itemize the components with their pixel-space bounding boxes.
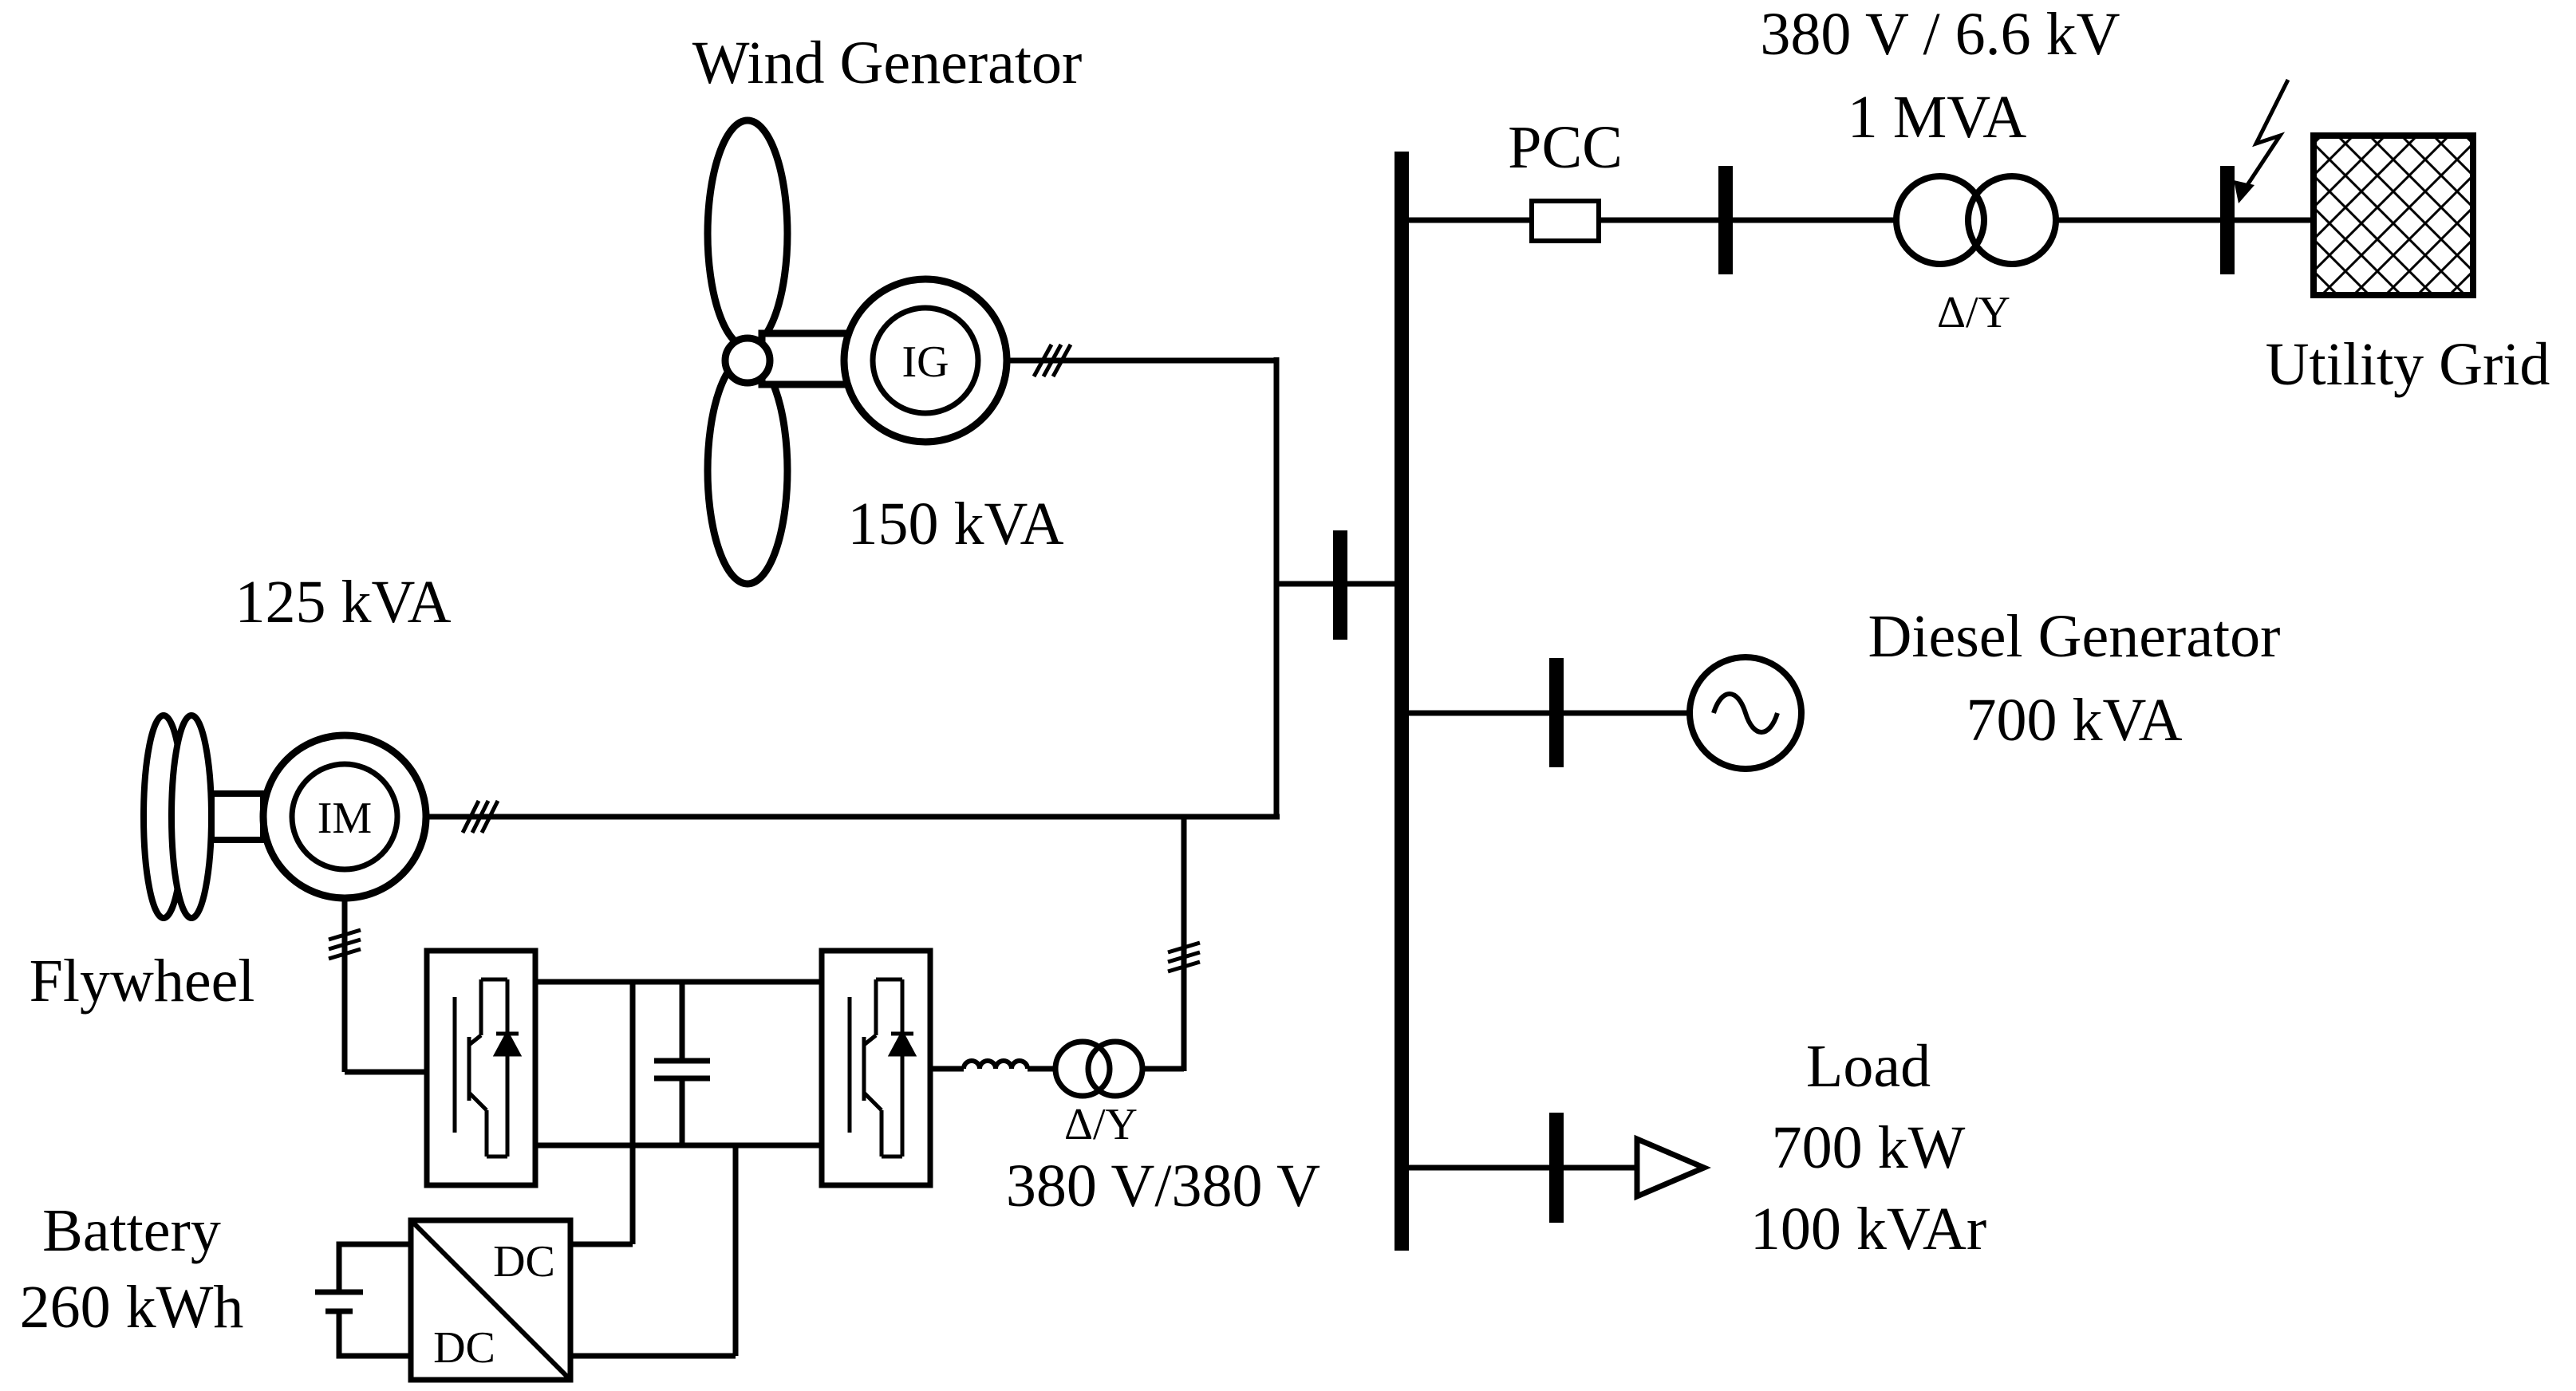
flywheel-shaft xyxy=(208,790,266,843)
dc-dc-diagonal xyxy=(408,1218,573,1382)
flywheel-machine-label: IM xyxy=(318,794,372,843)
pcc-switch xyxy=(1529,199,1601,243)
fault-arrow-head xyxy=(2234,180,2254,203)
battery-label: Battery xyxy=(42,1197,221,1264)
flywheel-disc xyxy=(168,712,215,921)
diesel-rating: 700 kVA xyxy=(1967,687,2183,754)
three-phase-marker xyxy=(1167,940,1201,974)
load-reactive-power: 100 kVAr xyxy=(1750,1196,1986,1263)
flywheel-system: IM Flywheel 125 kVA xyxy=(30,569,1320,1356)
pcc-label: PCC xyxy=(1508,114,1623,181)
battery-system: DC DC Battery 260 kWh xyxy=(20,1197,736,1383)
igbt-symbol xyxy=(452,977,523,1159)
flywheel-transformer-secondary xyxy=(1085,1038,1146,1099)
three-phase-marker xyxy=(1032,343,1073,378)
wind-machine-label: IG xyxy=(901,337,949,387)
flywheel-label: Flywheel xyxy=(30,948,255,1015)
grid-connection: PCC 380 V / 6.6 kV 1 MVA Δ/Y Utility Gri… xyxy=(1402,1,2550,398)
dc-dc-top-label: DC xyxy=(493,1237,555,1287)
wind-rating: 150 kVA xyxy=(848,491,1064,558)
battery-capacity: 260 kWh xyxy=(20,1274,244,1341)
fault-lightning-icon xyxy=(2243,78,2290,189)
grid-transformer-winding: Δ/Y xyxy=(1937,288,2010,337)
filter-inductor xyxy=(961,1058,1030,1070)
flywheel-transformer-primary xyxy=(1052,1038,1113,1099)
three-phase-marker xyxy=(328,928,361,961)
load-label: Load xyxy=(1806,1033,1931,1100)
flywheel-rating: 125 kVA xyxy=(235,569,452,636)
grid-transformer-primary xyxy=(1893,173,1987,267)
grid-transformer-rating: 1 MVA xyxy=(1848,84,2027,151)
diesel-generator: Diesel Generator 700 kVA xyxy=(1402,603,2281,772)
turbine-blade-top xyxy=(704,116,791,351)
battery-lead-pos xyxy=(336,1241,411,1292)
load-active-power: 700 kW xyxy=(1772,1114,1966,1181)
wind-generator: IG Wind Generator 150 kVA xyxy=(692,30,1280,817)
dc-dc-bottom-label: DC xyxy=(433,1323,495,1373)
flywheel-transformer-winding: Δ/Y xyxy=(1064,1100,1138,1149)
battery-lead-neg xyxy=(336,1311,411,1359)
igbt-symbol xyxy=(847,977,917,1159)
turbine-hub xyxy=(721,334,774,387)
utility-grid-icon xyxy=(2310,132,2476,298)
load-arrow-icon xyxy=(1634,1134,1711,1201)
flywheel-transformer-ratio: 380 V/380 V xyxy=(1006,1153,1320,1220)
three-phase-marker xyxy=(460,799,500,834)
diesel-label: Diesel Generator xyxy=(1868,603,2281,670)
turbine-blade-bottom xyxy=(704,353,791,588)
wind-title: Wind Generator xyxy=(692,30,1083,97)
sine-wave-icon xyxy=(1711,692,1780,735)
load: Load 700 kW 100 kVAr xyxy=(1402,1033,1986,1263)
grid-transformer-ratio: 380 V / 6.6 kV xyxy=(1760,1,2120,68)
induction-motor-inner xyxy=(289,761,400,873)
utility-grid-label: Utility Grid xyxy=(2266,331,2550,398)
induction-generator-inner xyxy=(870,305,981,416)
turbine-shaft xyxy=(758,329,854,388)
